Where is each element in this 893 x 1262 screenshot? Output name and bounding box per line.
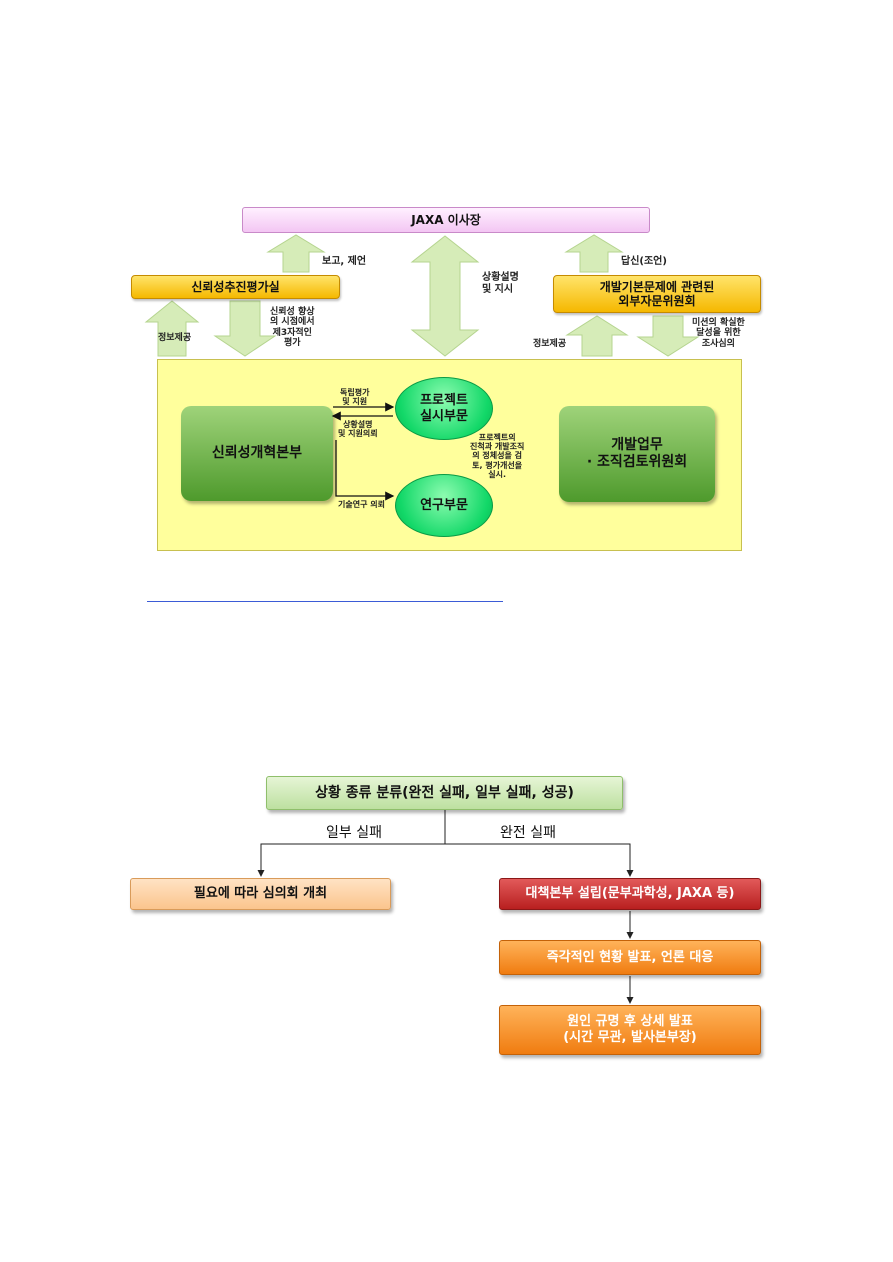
reliability-reform-hq-box: 신뢰성개혁본부 — [181, 406, 333, 501]
label-status-support: 상황설명 및 지원의뢰 — [338, 420, 378, 439]
situation-classification-box: 상황 종류 분류(완전 실패, 일부 실패, 성공) — [266, 776, 623, 810]
label-investigate: 미션의 확실한 달성을 위한 조사심의 — [692, 318, 745, 349]
hold-committee-box: 필요에 따라 심의회 개최 — [130, 878, 391, 910]
arrow-info-up-right — [565, 315, 629, 357]
label-status-explain: 상황설명 및 지시 — [482, 272, 519, 295]
arrow-investigate-down-right — [636, 315, 700, 357]
thin-arrows — [331, 402, 395, 501]
arrow-report-up — [266, 234, 326, 273]
label-review: 프로젝트의 진척과 개발조직 의 정체성을 검 토, 평가개선을 실시. — [470, 433, 525, 479]
branch-complete-failure: 완전 실패 — [500, 825, 556, 841]
arrow-center-double — [410, 235, 480, 357]
research-division-circle: 연구부문 — [395, 474, 493, 537]
branch-line-right — [445, 843, 634, 877]
task-force-box: 대책본부 설립(문부과학성, JAXA 등) — [499, 878, 761, 910]
underline-link[interactable] — [147, 601, 503, 602]
arrow-tech-research — [335, 440, 395, 501]
reliability-eval-office-box: 신뢰성추진평가실 — [131, 275, 340, 299]
label-indep-eval: 독립평가 및 지원 — [340, 388, 370, 407]
dev-org-review-committee-box: 개발업무 · 조직검토위원회 — [559, 406, 715, 502]
label-info-left: 정보제공 — [158, 333, 192, 343]
failure-response-flowchart: 상황 종류 분류(완전 실패, 일부 실패, 성공) 일부 실패 완전 실패 필… — [0, 760, 893, 1080]
project-division-circle: 프로젝트 실시부문 — [395, 377, 493, 440]
flowchart-lines — [257, 810, 634, 1004]
label-reply: 답신(조언) — [621, 256, 667, 267]
label-tech-research: 기술연구 의뢰 — [338, 500, 385, 509]
arrow-eval-down-left — [213, 300, 277, 357]
arrow-info-up-left — [144, 300, 200, 357]
external-advisory-committee-box: 개발기본문제에 관련된 외부자문위원회 — [553, 275, 761, 313]
arrow-reply-up — [564, 234, 624, 273]
label-info-right: 정보제공 — [533, 339, 567, 349]
organization-diagram: JAXA 이사장 신뢰성추진평가실 개발기본문제에 관련된 외부자문위원회 보고… — [0, 0, 893, 620]
label-report: 보고, 제언 — [322, 256, 367, 267]
label-third-party: 신뢰성 향상 의 시점에서 제3자적인 평가 — [270, 307, 315, 349]
detailed-announcement-box: 원인 규명 후 상세 발표 (시간 무관, 발사본부장) — [499, 1005, 761, 1055]
immediate-announcement-box: 즉각적인 현황 발표, 언론 대응 — [499, 940, 761, 975]
jaxa-president-box: JAXA 이사장 — [242, 207, 650, 233]
branch-line-left — [257, 843, 445, 877]
branch-partial-failure: 일부 실패 — [326, 825, 382, 841]
